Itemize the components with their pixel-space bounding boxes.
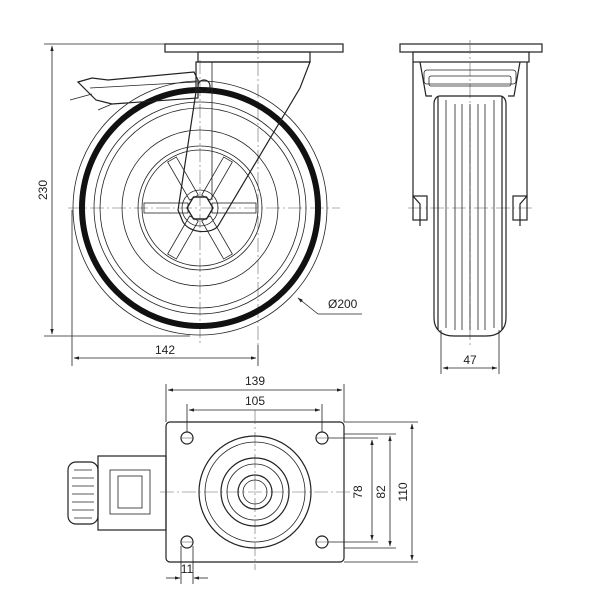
brake-pedal: [67, 455, 167, 531]
dim-wheel-width: 47: [463, 353, 477, 367]
wheel-spokes: [143, 156, 257, 260]
dim-plate-height: 110: [396, 482, 410, 501]
brake-lever: [69, 71, 199, 111]
dim-wheel-diameter: Ø200: [328, 297, 358, 311]
dim-height: 230: [36, 180, 50, 200]
dim-plate-width: 139: [245, 374, 265, 388]
dim-hole-spacing-x: 105: [245, 394, 265, 408]
dim-hole-spacing-y: 78: [351, 485, 365, 499]
dim-plate-depth: 82: [374, 485, 388, 499]
dim-offset: 142: [155, 343, 175, 357]
side-view: 230 142 Ø200: [36, 40, 362, 366]
dim-bolt-hole: 11: [181, 562, 194, 576]
front-view: 47: [399, 40, 543, 374]
top-view: 139 105 78 82 110 11: [67, 374, 418, 584]
bolt-holes: [180, 431, 329, 549]
